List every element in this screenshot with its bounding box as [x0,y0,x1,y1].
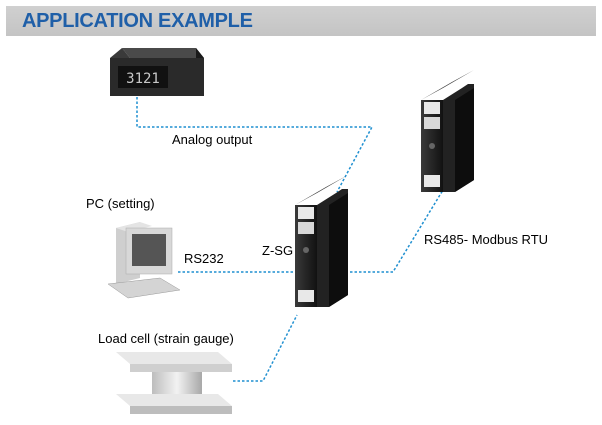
label-load-cell: Load cell (strain gauge) [98,331,234,346]
label-zsg: Z-SG [262,243,294,258]
display-reading: 3121 [126,71,160,87]
load-cell-line [233,314,298,382]
load-cell [116,352,232,414]
zsg-module [295,175,348,307]
analog-output-line [136,97,374,193]
zpass-module [421,70,474,192]
rs485-line [350,189,444,273]
label-analog-output: Analog output [172,132,253,147]
label-pc-setting: PC (setting) [86,196,155,211]
digital-display-device: 3121 [110,48,204,96]
page-title: APPLICATION EXAMPLE [22,10,253,32]
label-rs485: RS485- Modbus RTU [424,232,549,247]
pc-computer [107,222,181,299]
title-bar: APPLICATION EXAMPLE [6,6,596,36]
label-rs232: RS232 [184,251,224,266]
connection-lines [136,97,444,382]
